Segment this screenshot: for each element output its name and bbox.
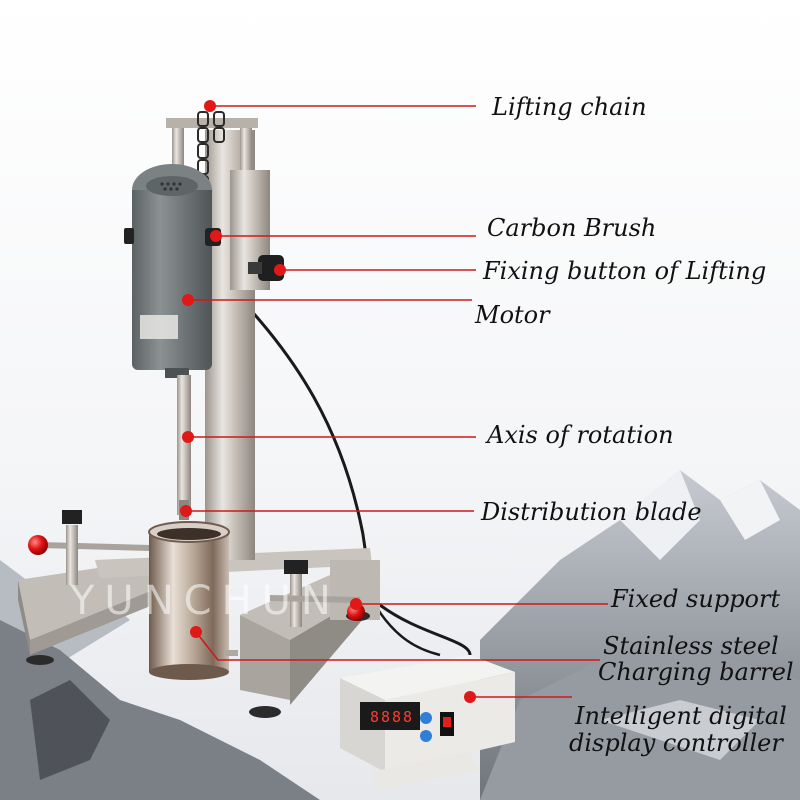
label-fixing-button: Fixing button of Lifting (483, 257, 767, 285)
label-barrel-line2: Charging barrel (598, 658, 794, 686)
leader-lines (186, 105, 608, 698)
label-motor: Motor (475, 301, 550, 329)
motor-unit (124, 164, 221, 378)
label-axis-of-rotation: Axis of rotation (487, 421, 674, 449)
mountain-background (0, 470, 800, 800)
marker-dots (180, 100, 476, 703)
label-barrel-line1: Stainless steel (603, 632, 779, 660)
label-distribution-blade: Distribution blade (481, 498, 702, 526)
charging-barrel (148, 521, 238, 680)
controller-display-readout: 8888 (369, 708, 415, 726)
support-column (166, 111, 270, 560)
label-fixed-support: Fixed support (611, 585, 781, 613)
watermark: YUNCHUN (70, 578, 341, 624)
label-lifting-chain: Lifting chain (492, 93, 647, 121)
label-controller-line2: display controller (569, 729, 783, 757)
label-carbon-brush: Carbon Brush (487, 214, 657, 242)
label-controller-line1: Intelligent digital (575, 702, 787, 730)
